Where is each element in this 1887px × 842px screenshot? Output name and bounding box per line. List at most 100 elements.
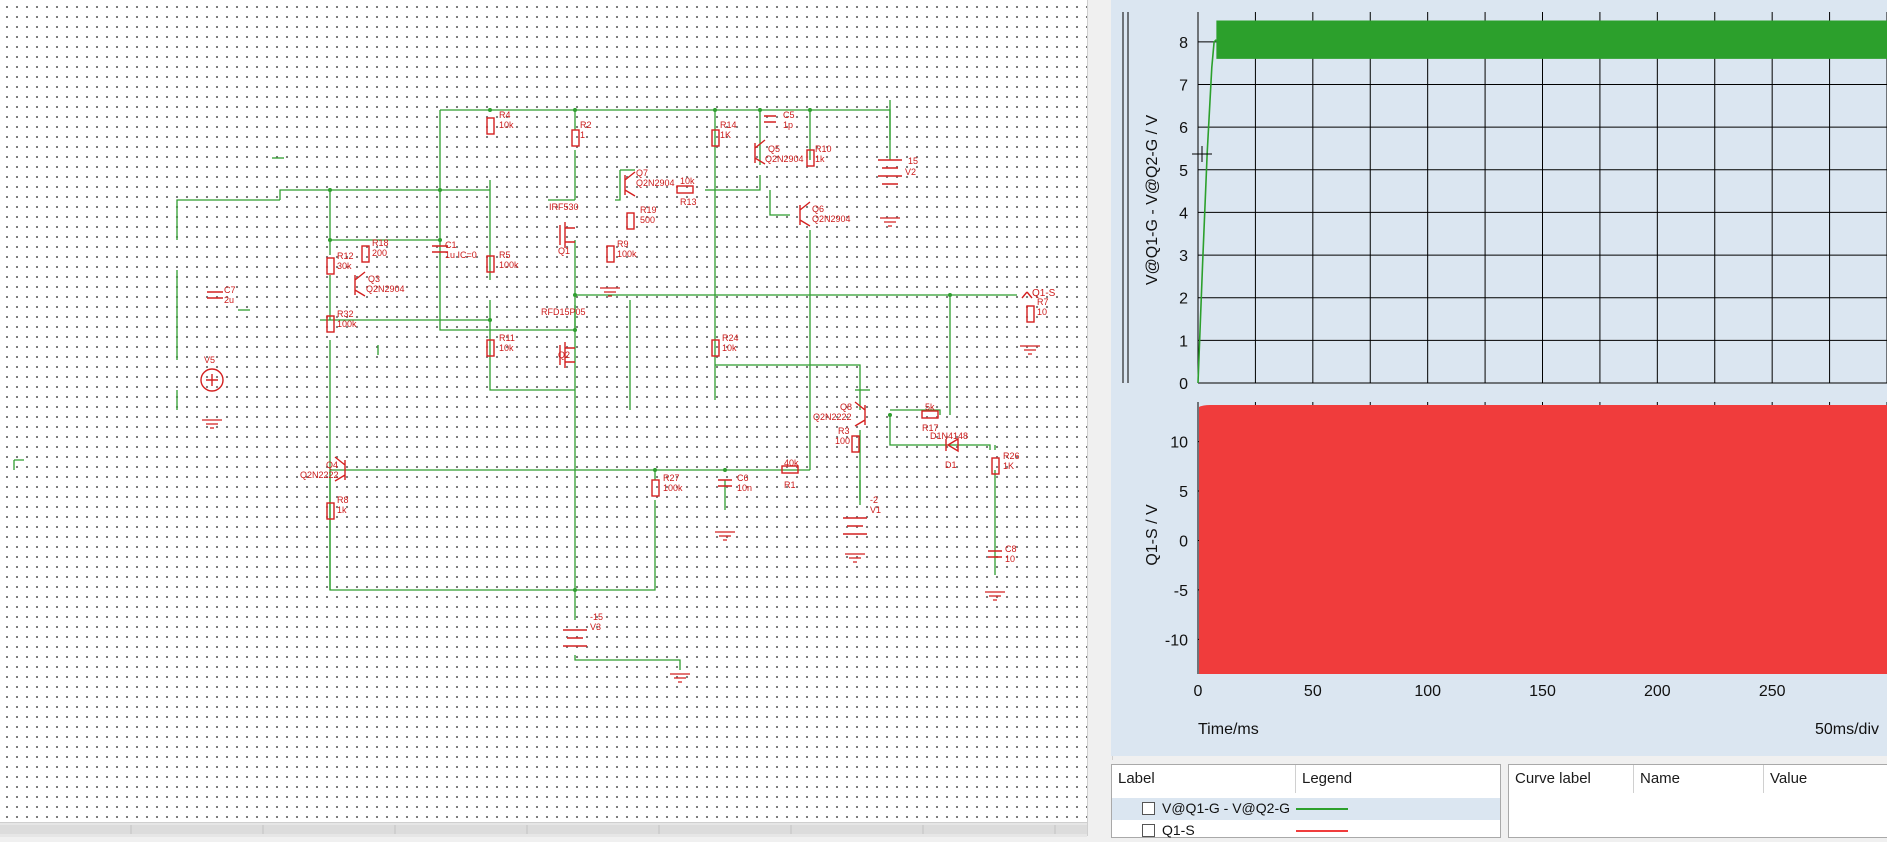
column-header-name[interactable]: Name	[1634, 765, 1764, 793]
svg-text:R10: R10	[815, 144, 832, 154]
svg-text:R18: R18	[372, 238, 389, 248]
svg-text:R7: R7	[1037, 297, 1049, 307]
x-division-label: 50ms/div	[1815, 721, 1879, 738]
svg-text:-2: -2	[870, 495, 878, 505]
ground-symbols	[202, 217, 1040, 683]
column-header-value[interactable]: Value	[1770, 770, 1808, 787]
svg-text:V3: V3	[590, 622, 601, 632]
svg-text:5k: 5k	[925, 402, 935, 412]
top-ytick-label: 1	[1179, 333, 1188, 350]
legend-row[interactable]: Q1-S	[1112, 820, 1500, 842]
top-plot-ylabel: V@Q1-G - V@Q2-G / V	[1144, 115, 1161, 286]
svg-text:R13: R13	[680, 197, 697, 207]
top-ytick-label: 3	[1179, 248, 1188, 265]
svg-text:IRF530: IRF530	[549, 202, 579, 212]
svg-text:Q6: Q6	[812, 204, 824, 214]
svg-text:-15: -15	[590, 612, 603, 622]
column-header-curve-label[interactable]: Curve label	[1509, 765, 1634, 793]
bottom-ytick-label: 0	[1179, 533, 1188, 550]
svg-text:1K: 1K	[720, 130, 731, 140]
component-symbols	[200, 115, 1035, 647]
svg-text:C8: C8	[1005, 544, 1017, 554]
xtick-label: 200	[1644, 683, 1671, 700]
svg-text:40k: 40k	[784, 458, 799, 468]
svg-text:10n: 10n	[737, 483, 752, 493]
svg-text:1u IC=0: 1u IC=0	[445, 250, 477, 260]
svg-text:Q2N2222: Q2N2222	[300, 470, 339, 480]
legend-row-checkbox[interactable]	[1142, 802, 1155, 815]
top-series-line	[1197, 39, 1217, 384]
svg-text:V1: V1	[870, 505, 881, 515]
bottom-ytick-label: -5	[1174, 583, 1188, 600]
svg-text:Q4: Q4	[326, 460, 338, 470]
panel-splitter[interactable]	[1087, 0, 1113, 836]
legend-swatch-red	[1296, 830, 1348, 832]
svg-text:Q7: Q7	[636, 168, 648, 178]
svg-text:1k: 1k	[337, 505, 347, 515]
svg-text:30k: 30k	[337, 261, 352, 271]
svg-text:D1: D1	[945, 460, 957, 470]
top-plot-grid	[1197, 12, 1887, 384]
column-header-label[interactable]: Label	[1112, 765, 1296, 793]
svg-text:R9: R9	[617, 239, 629, 249]
svg-text:100k: 100k	[337, 319, 357, 329]
svg-text:10k: 10k	[722, 343, 737, 353]
scrollbar-thumb[interactable]	[0, 825, 1087, 834]
xtick-label: 0	[1194, 683, 1203, 700]
legend-row[interactable]: V@Q1-G - V@Q2-G	[1112, 798, 1500, 820]
xtick-label: 50	[1304, 683, 1322, 700]
net-label-q1-s[interactable]: Q1-S	[1032, 288, 1056, 299]
svg-text:Q5: Q5	[768, 144, 780, 154]
xtick-label: 150	[1529, 683, 1556, 700]
svg-text:R17: R17	[922, 423, 939, 433]
svg-text:2u: 2u	[224, 295, 234, 305]
svg-text:C5: C5	[783, 110, 795, 120]
legend-row-checkbox[interactable]	[1142, 824, 1155, 837]
wires	[176, 100, 1017, 670]
svg-text:RFD15P05: RFD15P05	[541, 307, 586, 317]
svg-text:R8: R8	[337, 495, 349, 505]
svg-text:10k: 10k	[499, 343, 514, 353]
svg-text:R2: R2	[580, 120, 592, 130]
svg-text:V5: V5	[204, 355, 215, 365]
top-ytick-label: 7	[1179, 77, 1188, 94]
svg-text:Q2N2904: Q2N2904	[765, 154, 804, 164]
svg-text:Q8: Q8	[840, 402, 852, 412]
schematic-horizontal-scrollbar[interactable]	[0, 822, 1087, 837]
svg-text:100k: 100k	[499, 260, 519, 270]
svg-text:100k: 100k	[663, 483, 683, 493]
cursor-value-table[interactable]: Curve label Name Value	[1508, 764, 1887, 838]
svg-text:R19: R19	[640, 205, 657, 215]
top-ytick-label: 2	[1179, 291, 1188, 308]
svg-text:R14: R14	[720, 120, 737, 130]
top-ytick-label: 5	[1179, 163, 1188, 180]
svg-text:10k: 10k	[499, 120, 514, 130]
svg-text:C7: C7	[224, 285, 236, 295]
top-ytick-label: 0	[1179, 376, 1188, 393]
svg-text:Q2N2904: Q2N2904	[812, 214, 851, 224]
legend-table[interactable]: Label Legend V@Q1-G - V@Q2-G Q1-S	[1111, 764, 1501, 838]
column-header-legend[interactable]: Legend	[1302, 770, 1353, 787]
bottom-ytick-label: -10	[1165, 632, 1188, 649]
bottom-series-oscillation	[1199, 404, 1887, 674]
top-ytick-label: 8	[1179, 35, 1188, 52]
top-series-oscillation	[1216, 20, 1887, 59]
svg-text:10: 10	[1037, 307, 1047, 317]
svg-text:200: 200	[372, 248, 387, 258]
top-ytick-label: 6	[1179, 120, 1188, 137]
svg-text:C6: C6	[737, 473, 749, 483]
crosshair-cursor[interactable]	[1192, 146, 1212, 162]
legend-row-label: V@Q1-G - V@Q2-G	[1162, 800, 1290, 816]
svg-text:R4: R4	[499, 110, 511, 120]
svg-text:R3: R3	[838, 426, 850, 436]
svg-text:100: 100	[835, 436, 850, 446]
